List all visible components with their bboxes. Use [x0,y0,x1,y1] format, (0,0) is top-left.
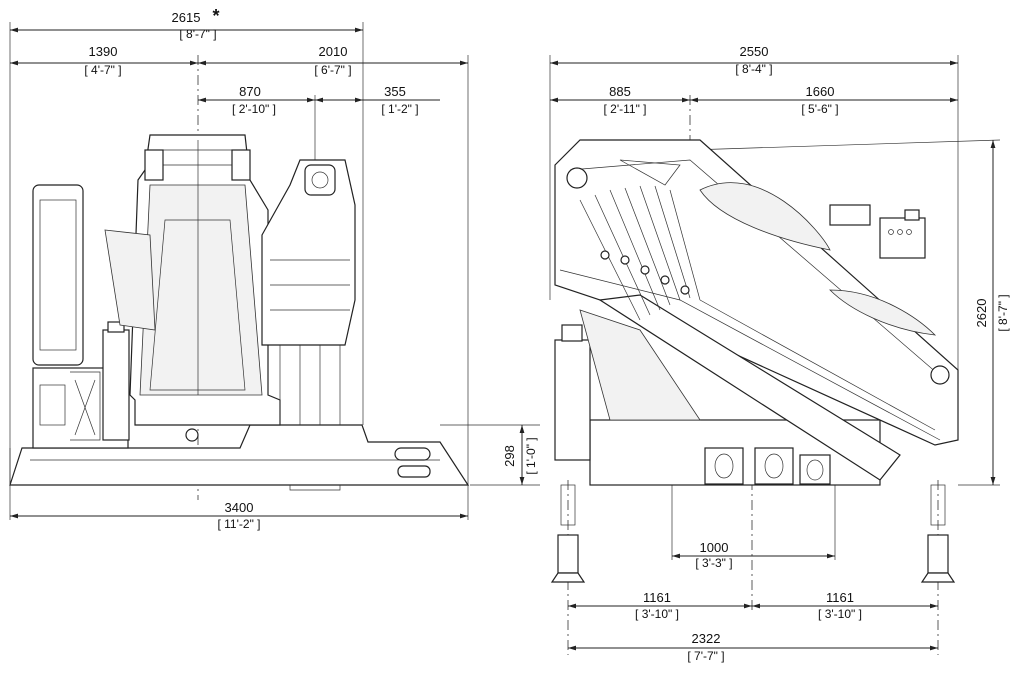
front-left-half-imperial: [ 3'-10" ] [635,607,679,621]
front-center-imperial: [ 3'-3" ] [695,556,732,570]
side-overall-value: 2615 [172,10,201,25]
front-outrigger-left [550,484,586,583]
front-left-imperial: [ 2'-11" ] [603,102,646,116]
side-height-imperial: [ 1'-0" ] [524,437,538,474]
front-dimensions [550,60,996,651]
side-small-value: 355 [384,84,406,99]
front-left-value: 885 [609,84,631,99]
side-base-imperial: [ 11'-2" ] [217,517,260,531]
front-center-value: 1000 [700,540,729,555]
front-lever-bank [579,185,701,321]
front-left-half-value: 1161 [643,590,671,605]
front-height-imperial: [ 8'-7" ] [996,294,1010,331]
side-right-imperial: [ 6'-7" ] [314,63,351,77]
side-overall-imperial: [ 8'-7" ] [179,27,216,41]
side-left-imperial: [ 4'-7" ] [84,63,121,77]
front-overall-imperial: [ 8'-4" ] [735,62,772,76]
side-left-tower [32,184,130,449]
front-right-half-imperial: [ 3'-10" ] [818,607,862,621]
side-view: 2615 * [ 8'-7" ] 1390 [ 4'-7" ] 2010 [ 6… [9,6,540,531]
side-column [129,134,281,426]
front-right-value: 1660 [806,84,835,99]
front-overall-value: 2550 [740,44,769,59]
front-height-value: 2620 [974,299,989,328]
side-dimensions [10,27,540,519]
side-control-valves [104,159,356,425]
front-right-half-value: 1161 [826,590,854,605]
side-base-value: 3400 [225,500,254,515]
front-view: 2550 [ 8'-4" ] 885 [ 2'-11" ] 1660 [ 5'-… [549,44,1010,663]
front-span-value: 2322 [692,631,721,646]
side-center-imperial: [ 2'-10" ] [232,102,276,116]
side-center-value: 870 [239,84,261,99]
front-boom-assembly [554,139,959,481]
side-height-value: 298 [502,445,517,467]
side-left-value: 1390 [89,44,118,59]
side-small-imperial: [ 1'-2" ] [381,102,418,116]
front-outrigger-right [920,484,956,583]
front-right-imperial: [ 5'-6" ] [801,102,838,116]
side-right-value: 2010 [319,44,348,59]
side-overall-mark: * [212,6,219,26]
front-span-imperial: [ 7'-7" ] [687,649,724,663]
side-base-frame [9,424,470,491]
